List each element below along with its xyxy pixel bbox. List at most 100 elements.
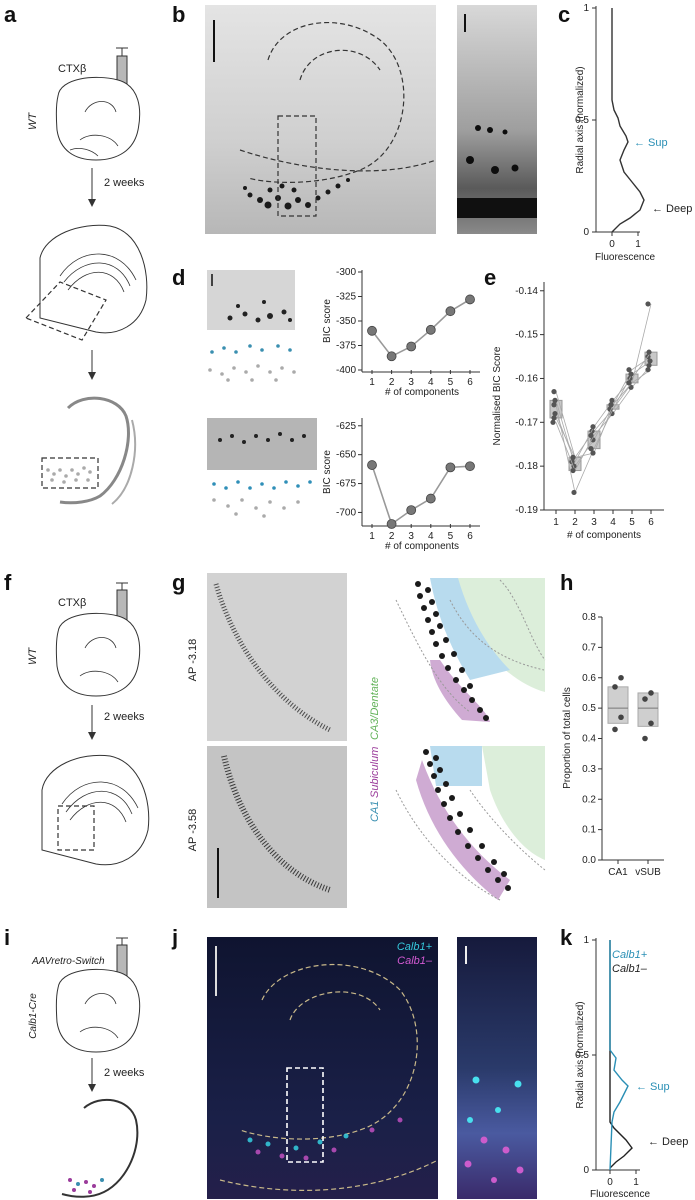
panel-g-legend: CA1 Subiculum CA3/Dentate	[369, 677, 381, 822]
brain-section-icon	[41, 754, 150, 866]
x-tick-label: 1	[369, 377, 375, 388]
subject-line	[555, 351, 652, 463]
inset-box	[277, 115, 317, 217]
k-ytick: 0	[583, 1165, 589, 1176]
c-profile-line	[611, 8, 645, 233]
weeks-label: 2 weeks	[104, 1067, 145, 1079]
k-calb-pos-line	[609, 940, 629, 1171]
wt-label: WT	[27, 112, 39, 130]
x-tick-label: 5	[448, 531, 454, 542]
y-tick-label: -700	[336, 507, 356, 518]
ap-top-label: AP -3.18	[187, 639, 199, 682]
data-point	[648, 720, 654, 727]
panel-g-atlas-bottom	[395, 746, 546, 901]
c-ylabel: Radial axis (normalized)	[575, 66, 586, 173]
y-tick-label: -375	[336, 341, 356, 352]
subject-point	[552, 410, 558, 417]
panel-d-images	[207, 270, 317, 518]
subject-point	[607, 406, 613, 412]
subject-line	[555, 369, 652, 458]
d-top-ylabel: BIC score	[322, 299, 333, 343]
x-tick-label: 2	[572, 517, 578, 528]
d-bottom-xlabel: # of components	[385, 541, 459, 552]
cell-cluster	[243, 178, 350, 210]
legend-ca3-dentate: CA3/Dentate	[369, 677, 381, 740]
panel-a-schematic: CTXβ WT 2 weeks	[24, 47, 148, 505]
data-point	[642, 696, 648, 702]
x-tick-label: 1	[553, 517, 559, 528]
bic-point	[465, 294, 475, 305]
y-tick-label: -625	[336, 421, 356, 432]
subject-point	[570, 454, 576, 460]
brain-section-icon	[24, 224, 148, 341]
hippocampus-schematic-icon	[61, 1099, 139, 1198]
c-xlabel: Fluorescence	[595, 252, 655, 263]
y-tick-label: 0.3	[582, 764, 596, 775]
ap-bottom-label: AP -3.58	[187, 809, 199, 852]
bic-point	[386, 351, 397, 362]
data-point	[648, 690, 654, 696]
y-tick-label: 0.1	[582, 825, 596, 836]
subject-point	[646, 362, 652, 368]
y-tick-label: -0.15	[515, 330, 538, 341]
y-tick-label: -0.19	[515, 505, 538, 516]
panel-b-inset	[457, 5, 537, 234]
data-point	[618, 714, 624, 721]
x-tick-label: 3	[591, 517, 597, 528]
c-sup-label: ← Sup	[634, 137, 668, 149]
panel-label-i: i	[4, 925, 10, 950]
inset-box	[286, 1067, 324, 1163]
k-sup-label: ← Sup	[636, 1081, 670, 1093]
subject-point	[590, 424, 596, 430]
ctx-label: CTXβ	[58, 63, 86, 75]
panel-e-chart: Normalised BIC Score # of components -0.…	[492, 282, 664, 541]
calb-cre-label: Calb1-Cre	[28, 993, 39, 1039]
bic-point	[406, 505, 417, 516]
k-legend-neg: Calb1–	[612, 963, 648, 975]
subject-line	[555, 365, 652, 472]
data-point	[642, 735, 648, 742]
k-xtick: 0	[607, 1177, 613, 1188]
subject-point	[626, 367, 632, 373]
subject-point	[550, 419, 556, 425]
wt-label: WT	[27, 647, 39, 665]
legend-subiculum: Subiculum	[369, 747, 381, 798]
y-tick-label: -400	[336, 365, 356, 376]
subject-point	[570, 467, 576, 474]
e-ylabel: Normalised BIC Score	[492, 346, 503, 445]
brain-coronal-icon	[55, 76, 141, 161]
x-tick-label: 6	[648, 517, 654, 528]
arrow-head-icon	[88, 199, 96, 207]
subject-point	[645, 367, 651, 373]
panel-i-schematic: AAVretro-Switch Calb1-Cre 2 weeks	[28, 937, 145, 1198]
subject-point	[628, 371, 634, 377]
subject-point	[646, 349, 652, 355]
y-tick-label: -325	[336, 292, 356, 303]
panel-d-top-chart: BIC score # of components -300-325-350-3…	[322, 267, 480, 398]
panel-label-c: c	[558, 2, 570, 27]
panel-label-k: k	[560, 925, 573, 950]
x-tick-label: 2	[389, 377, 395, 388]
panel-label-b: b	[172, 2, 185, 27]
x-tick-label: 6	[467, 377, 473, 388]
bic-point	[425, 493, 436, 504]
subject-point	[552, 397, 558, 403]
weeks-label: 2 weeks	[104, 177, 145, 189]
y-tick-label: 0.7	[582, 642, 596, 653]
bic-point	[367, 325, 377, 336]
y-tick-label: -300	[336, 267, 356, 278]
data-point	[612, 684, 618, 690]
panel-label-h: h	[560, 570, 573, 595]
data-point	[612, 726, 618, 733]
j-calb-pos: Calb1+	[397, 941, 433, 953]
y-tick-label: 0.6	[582, 673, 596, 684]
panel-g-atlas-top	[395, 578, 546, 722]
panel-k-profile: Calb1+ Calb1– 1 0.5 0 0 1 Fluorescence R…	[575, 935, 688, 1200]
bic-point	[425, 324, 436, 335]
c-ytick: 0.5	[575, 115, 589, 126]
panel-label-f: f	[4, 570, 12, 595]
panel-f-schematic: CTXβ WT 2 weeks	[27, 582, 150, 866]
y-tick-label: -0.18	[515, 461, 538, 472]
weeks-label: 2 weeks	[104, 711, 145, 723]
panel-b-micrograph	[205, 5, 537, 234]
